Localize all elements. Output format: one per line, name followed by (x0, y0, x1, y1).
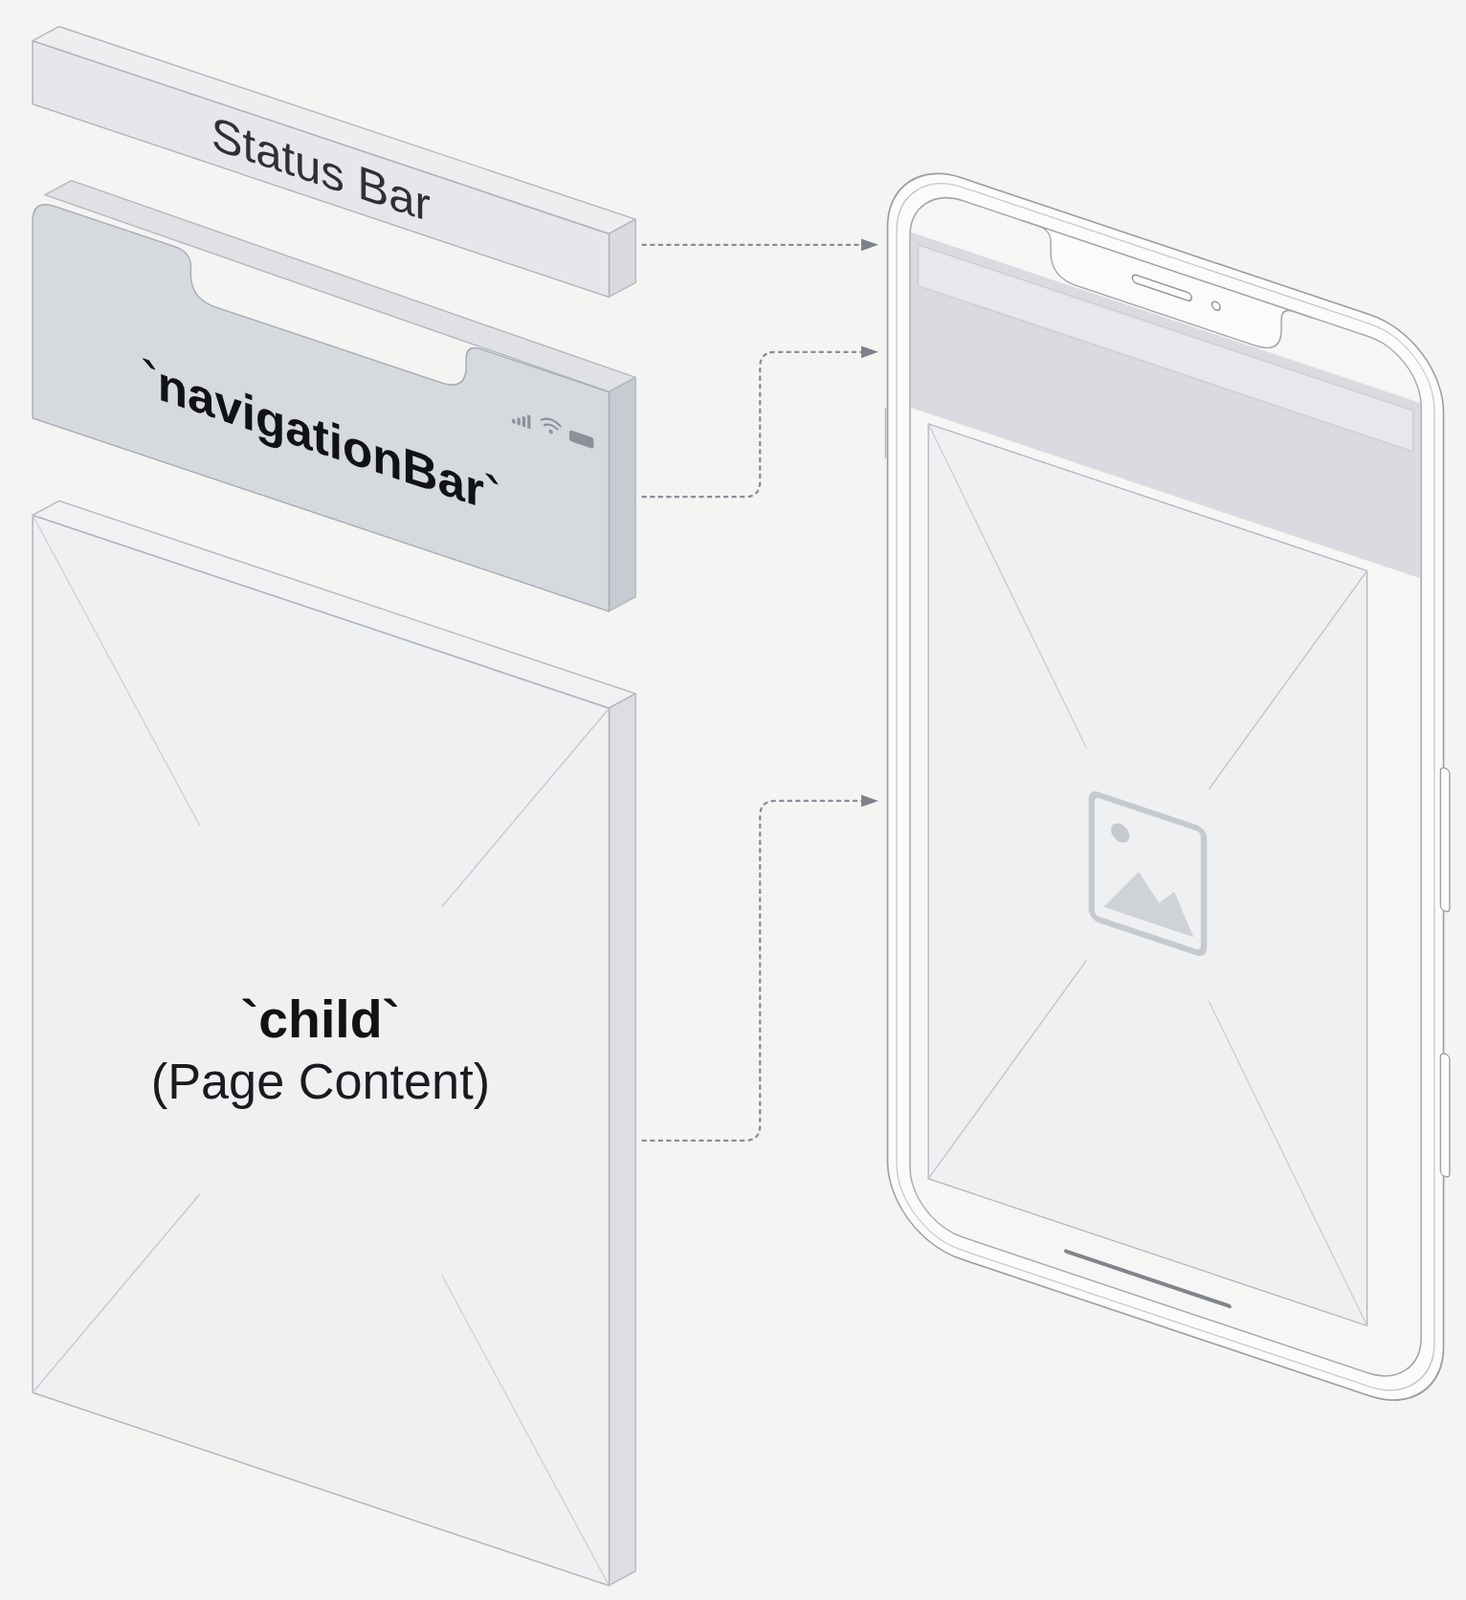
slab-depth (32, 26, 636, 1586)
status-icons (511, 406, 594, 451)
signal-bar (517, 417, 521, 426)
wifi-dot (549, 428, 554, 435)
placeholder-cross (32, 514, 200, 825)
wifi-icon (540, 416, 561, 432)
placeholder-cross (32, 1137, 200, 1448)
phone-band (896, 165, 1435, 1409)
image-icon-mountain (1104, 860, 1195, 937)
placeholder-cross (928, 423, 1367, 1326)
screen-content (928, 423, 1367, 1326)
child-side-face (608, 693, 636, 1586)
phone-body (888, 153, 1444, 1422)
signal-bar (527, 414, 531, 429)
leader-arrow (643, 352, 864, 497)
phone-illustration (885, 152, 1450, 1423)
phone-notch (1020, 220, 1312, 365)
layer-label: `child` (241, 987, 400, 1053)
side-button (1440, 766, 1450, 912)
layer-subtitle: (Page Content) (151, 1052, 490, 1114)
leader-arrow (643, 244, 864, 246)
phone-screen (910, 182, 1422, 1391)
placeholder-cross (442, 652, 610, 963)
placeholder-cross (442, 1275, 610, 1586)
nav-side-face (608, 377, 636, 611)
home-indicator (1066, 1251, 1230, 1307)
text-group: `child`(Page Content) (151, 987, 490, 1113)
edge-detail (885, 407, 887, 459)
battery-icon (569, 429, 595, 449)
signal-bar (511, 419, 515, 424)
speaker (1132, 273, 1192, 302)
leader-arrow (643, 800, 864, 1141)
layer-face (32, 514, 609, 1586)
leader-arrows (643, 244, 864, 1141)
status-side-face (608, 219, 636, 297)
signal-bar (522, 416, 526, 428)
image-icon-sun (1110, 821, 1130, 846)
side-button (1440, 1052, 1450, 1178)
image-icon (1091, 792, 1204, 955)
camera (1212, 300, 1222, 311)
